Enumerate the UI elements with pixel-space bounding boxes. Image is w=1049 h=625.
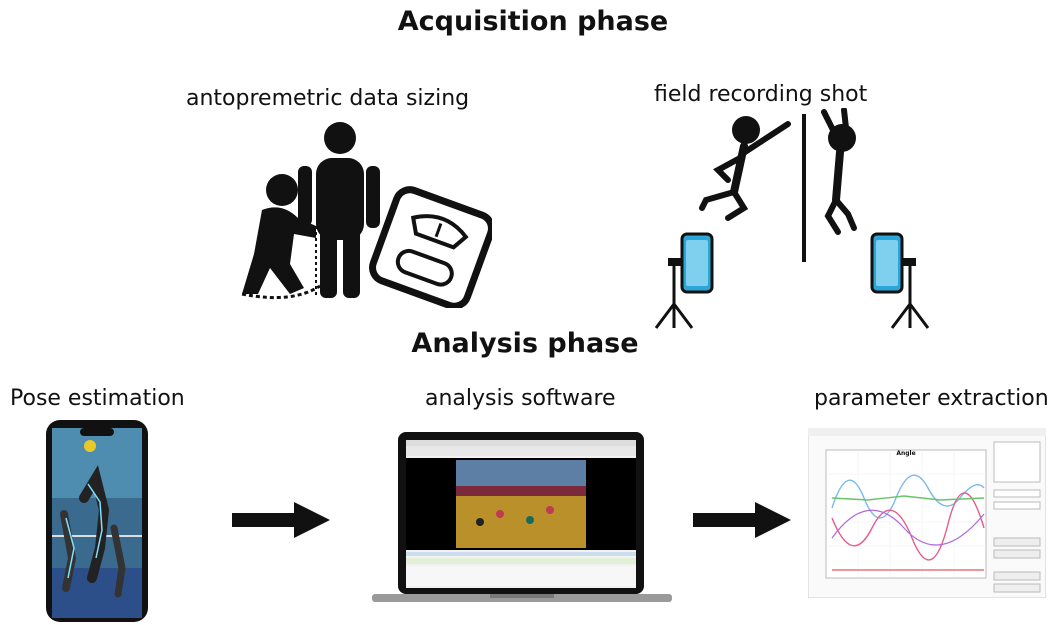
chart-title: Angle (896, 450, 916, 457)
pose-estimation-label: Pose estimation (10, 386, 185, 411)
field-recording-icon (648, 108, 948, 332)
anthropometric-measuring-icon (232, 118, 492, 308)
right-arrow-icon (693, 500, 793, 540)
chart-window-icon: Angle (808, 428, 1046, 598)
smartphone-pose-icon (44, 418, 152, 624)
field-recording-label: field recording shot (654, 82, 868, 107)
acquisition-phase-title: Acquisition phase (397, 6, 669, 37)
analysis-phase-title: Analysis phase (411, 328, 639, 359)
analysis-software-label: analysis software (425, 386, 616, 411)
anthropometric-label: antopremetric data sizing (186, 86, 470, 111)
parameter-extraction-label: parameter extraction (814, 386, 1049, 411)
right-arrow-icon (232, 500, 332, 540)
laptop-software-icon (370, 430, 674, 608)
